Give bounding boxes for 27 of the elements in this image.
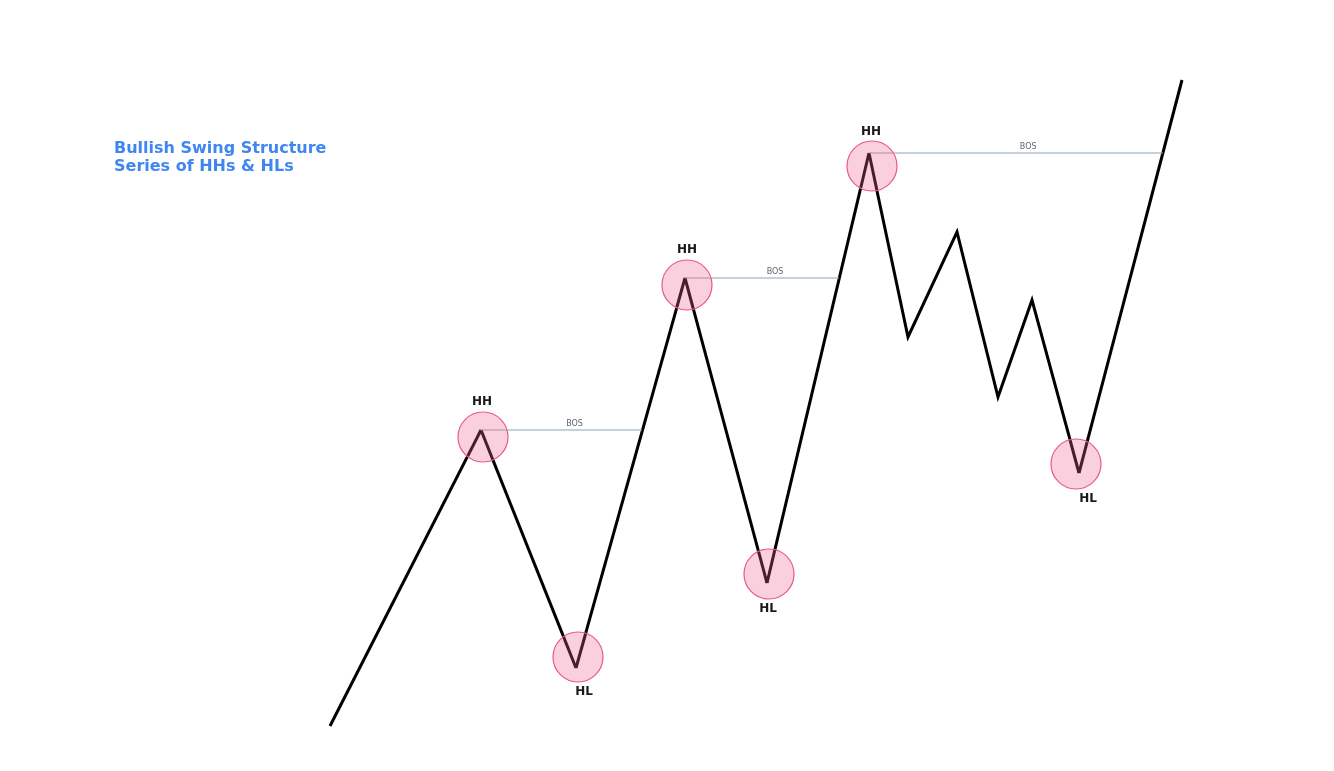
swing-point-marker (660, 242, 714, 312)
price-line (584, 307, 679, 634)
edge-label: BOS (1018, 142, 1038, 151)
price-line (773, 187, 863, 551)
swing-point-marker (551, 630, 605, 698)
price-line (691, 308, 760, 552)
swing-label: HH (860, 124, 882, 138)
bos-line (506, 429, 643, 431)
bos-line (710, 277, 840, 279)
price-line (875, 190, 1072, 441)
bos-line (892, 152, 1164, 154)
title: Bullish Swing Structure (114, 139, 327, 157)
swing-point-marker (845, 124, 899, 193)
swing-point-marker (456, 394, 510, 464)
swing-point-marker (1049, 437, 1103, 505)
swing-label: HH (676, 242, 698, 256)
swing-point-marker (742, 547, 796, 615)
edge-label: BOS (565, 419, 584, 428)
swing-label: HL (575, 684, 593, 698)
edge-label: BOS (765, 267, 785, 276)
swing-label: HH (471, 394, 493, 408)
price-line (1085, 79, 1184, 443)
swing-label: HL (1079, 491, 1097, 505)
subtitle: Series of HHs & HLs (114, 157, 294, 175)
price-line (328, 455, 469, 727)
price-line (491, 459, 565, 638)
swing-label: HL (759, 601, 777, 615)
